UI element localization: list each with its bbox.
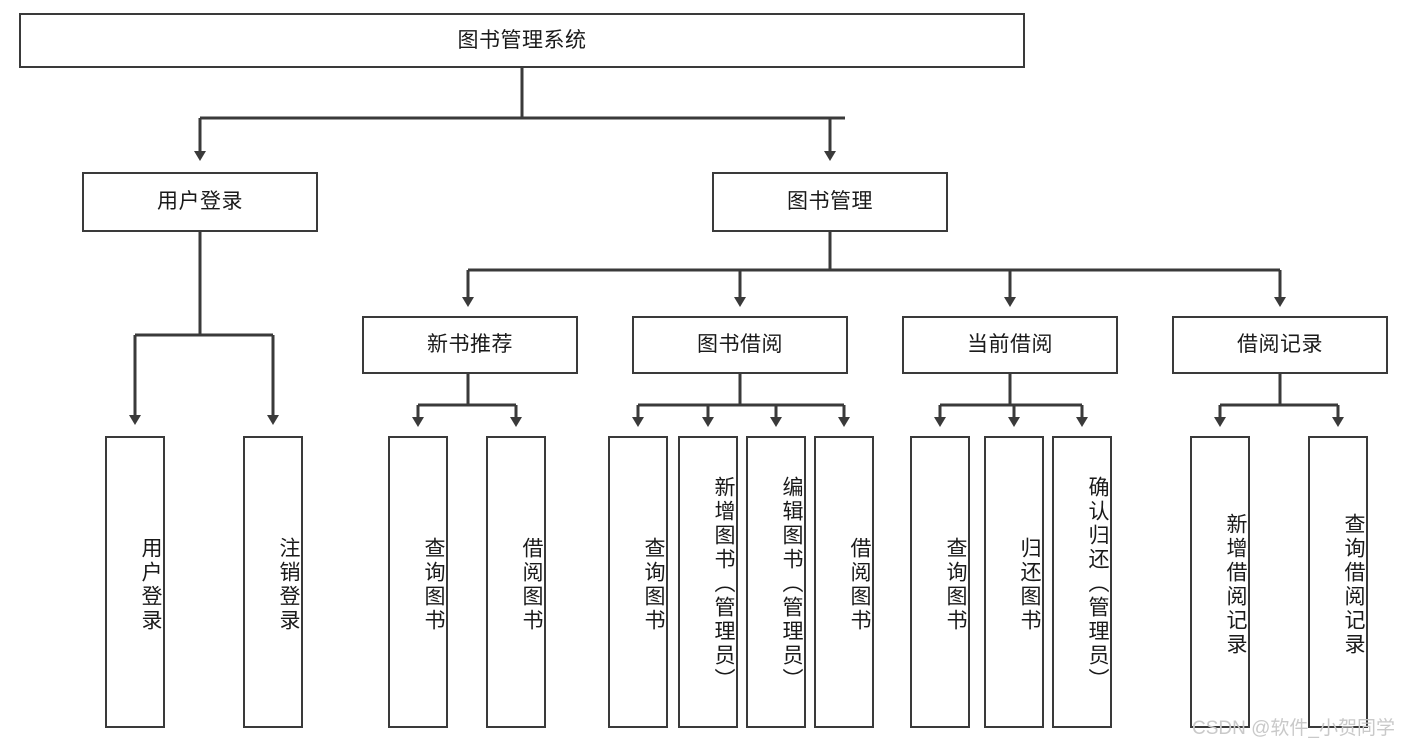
node-borrow-record[interactable]: 借阅记录 — [1172, 316, 1388, 374]
csdn-watermark: CSDN @软件_小贺同学 — [1192, 718, 1395, 739]
node-leaf-query-book-1[interactable]: 查询图书 — [388, 436, 448, 728]
node-new-book-rec-label: 新书推荐 — [427, 333, 513, 357]
node-leaf-user-logout[interactable]: 注销登录 — [243, 436, 303, 728]
node-leaf-add-book-label: 新增图书（管理员） — [712, 476, 735, 692]
node-user-login[interactable]: 用户登录 — [82, 172, 318, 232]
node-leaf-confirm-return[interactable]: 确认归还（管理员） — [1052, 436, 1112, 728]
node-user-login-label: 用户登录 — [157, 190, 243, 214]
node-leaf-add-record[interactable]: 新增借阅记录 — [1190, 436, 1250, 728]
node-book-manage[interactable]: 图书管理 — [712, 172, 948, 232]
node-leaf-query-record[interactable]: 查询借阅记录 — [1308, 436, 1368, 728]
node-leaf-query-book-2[interactable]: 查询图书 — [608, 436, 668, 728]
node-leaf-query-book-3-label: 查询图书 — [944, 537, 967, 633]
node-leaf-user-logout-label: 注销登录 — [277, 537, 300, 633]
node-root[interactable]: 图书管理系统 — [19, 13, 1025, 68]
node-leaf-confirm-return-label: 确认归还（管理员） — [1086, 476, 1109, 692]
node-book-borrow-label: 图书借阅 — [697, 333, 783, 357]
node-book-borrow[interactable]: 图书借阅 — [632, 316, 848, 374]
node-leaf-borrow-book-2[interactable]: 借阅图书 — [814, 436, 874, 728]
node-leaf-edit-book-label: 编辑图书（管理员） — [780, 476, 803, 692]
node-leaf-user-login-label: 用户登录 — [139, 537, 162, 633]
node-leaf-return-book[interactable]: 归还图书 — [984, 436, 1044, 728]
node-borrow-record-label: 借阅记录 — [1237, 333, 1323, 357]
node-leaf-edit-book[interactable]: 编辑图书（管理员） — [746, 436, 806, 728]
node-leaf-user-login[interactable]: 用户登录 — [105, 436, 165, 728]
node-leaf-borrow-book-1-label: 借阅图书 — [520, 537, 543, 633]
node-book-manage-label: 图书管理 — [787, 190, 873, 214]
node-leaf-query-book-2-label: 查询图书 — [642, 537, 665, 633]
node-root-label: 图书管理系统 — [457, 28, 587, 52]
node-leaf-add-book[interactable]: 新增图书（管理员） — [678, 436, 738, 728]
node-leaf-return-book-label: 归还图书 — [1018, 537, 1041, 633]
node-leaf-borrow-book-2-label: 借阅图书 — [848, 537, 871, 633]
node-current-borrow[interactable]: 当前借阅 — [902, 316, 1118, 374]
node-leaf-query-record-label: 查询借阅记录 — [1342, 513, 1365, 657]
node-new-book-rec[interactable]: 新书推荐 — [362, 316, 578, 374]
node-leaf-borrow-book-1[interactable]: 借阅图书 — [486, 436, 546, 728]
node-leaf-query-book-1-label: 查询图书 — [422, 537, 445, 633]
node-current-borrow-label: 当前借阅 — [967, 333, 1053, 357]
node-leaf-add-record-label: 新增借阅记录 — [1224, 513, 1247, 657]
node-leaf-query-book-3[interactable]: 查询图书 — [910, 436, 970, 728]
